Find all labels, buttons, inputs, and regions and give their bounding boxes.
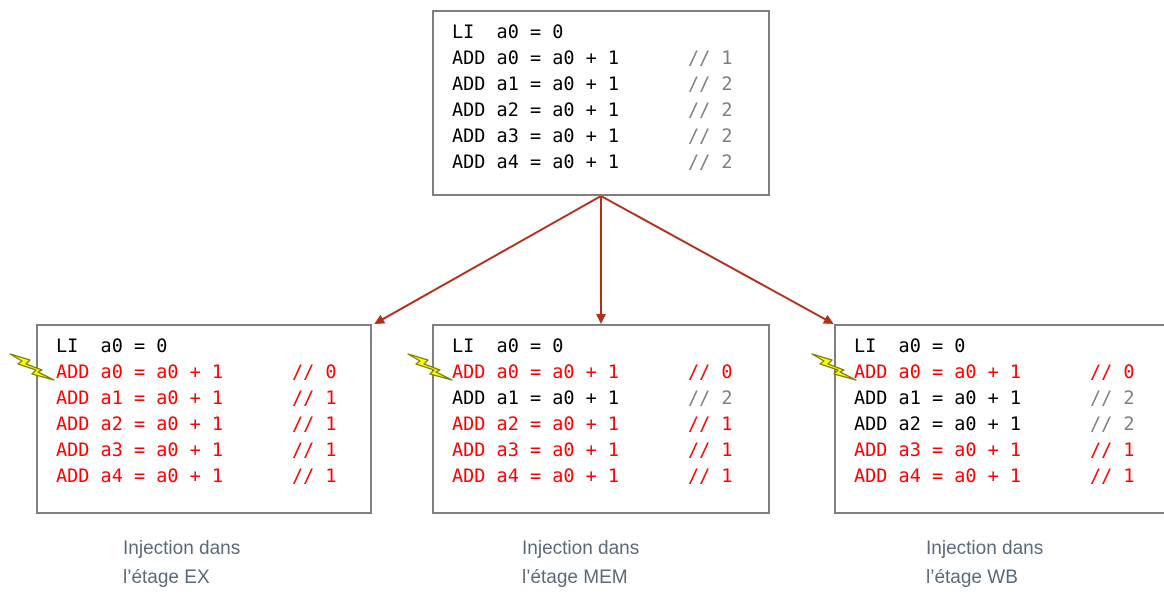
instruction-text: ADD a3 = a0 + 1	[452, 126, 620, 147]
instruction-text: ADD a4 = a0 + 1	[452, 152, 620, 173]
value-comment: // 2	[688, 74, 733, 95]
code-line: ADD a1 = a0 + 1 // 2	[452, 386, 768, 412]
instruction-text: ADD a1 = a0 + 1	[452, 388, 620, 409]
instruction-text: ADD a0 = a0 + 1	[452, 48, 620, 69]
value-comment: // 1	[688, 414, 733, 435]
value-comment: // 0	[292, 362, 337, 383]
value-comment: // 2	[688, 388, 733, 409]
code-line: ADD a2 = a0 + 1 // 2	[452, 98, 768, 124]
code-line: ADD a4 = a0 + 1 // 1	[56, 464, 370, 490]
code-line: ADD a0 = a0 + 1 // 1	[452, 46, 768, 72]
instruction-text: LI a0 = 0	[452, 336, 564, 357]
instruction-text: ADD a4 = a0 + 1	[452, 466, 620, 487]
instruction-text: ADD a2 = a0 + 1	[854, 414, 1022, 435]
code-line: ADD a3 = a0 + 1 // 2	[452, 124, 768, 150]
value-comment: // 1	[292, 414, 337, 435]
code-line: LI a0 = 0	[854, 334, 1164, 360]
value-comment: // 1	[688, 440, 733, 461]
code-line: ADD a2 = a0 + 1 // 1	[452, 412, 768, 438]
instruction-text: ADD a3 = a0 + 1	[854, 440, 1022, 461]
code-line: ADD a1 = a0 + 1 // 1	[56, 386, 370, 412]
wb-stage-caption: Injection dans l’étage WB	[926, 534, 1043, 592]
instruction-text: ADD a1 = a0 + 1	[56, 388, 224, 409]
instruction-text: ADD a4 = a0 + 1	[854, 466, 1022, 487]
caption-line: Injection dans	[926, 538, 1044, 559]
code-line: ADD a0 = a0 + 1 // 0	[854, 360, 1164, 386]
instruction-text: ADD a2 = a0 + 1	[56, 414, 224, 435]
code-line: ADD a1 = a0 + 1 // 2	[452, 72, 768, 98]
instruction-text: ADD a1 = a0 + 1	[452, 74, 620, 95]
code-line: ADD a4 = a0 + 1 // 1	[452, 464, 768, 490]
lightning-bolt-icon	[9, 353, 55, 381]
code-line: LI a0 = 0	[452, 20, 768, 46]
wb-stage-code-box: LI a0 = 0 ADD a0 = a0 + 1 // 0 ADD a1 = a0 …	[834, 324, 1164, 514]
value-comment: // 1	[1090, 466, 1135, 487]
value-comment: // 2	[688, 126, 733, 147]
code-line: ADD a1 = a0 + 1 // 2	[854, 386, 1164, 412]
value-comment: // 1	[688, 466, 733, 487]
value-comment: // 1	[292, 466, 337, 487]
mem-stage-caption: Injection dans l’étage MEM	[522, 534, 639, 592]
instruction-text: ADD a3 = a0 + 1	[56, 440, 224, 461]
code-line: LI a0 = 0	[452, 334, 768, 360]
caption-line: Injection dans	[123, 538, 241, 559]
arrow-to-ex	[374, 195, 602, 324]
code-line: ADD a2 = a0 + 1 // 2	[854, 412, 1164, 438]
value-comment: // 1	[292, 440, 337, 461]
caption-line: l’étage EX	[123, 567, 210, 588]
instruction-text: ADD a0 = a0 + 1	[452, 362, 620, 383]
code-line: LI a0 = 0	[56, 334, 370, 360]
lightning-bolt-icon	[407, 353, 453, 381]
instruction-text: ADD a0 = a0 + 1	[854, 362, 1022, 383]
code-line: ADD a4 = a0 + 1 // 1	[854, 464, 1164, 490]
instruction-text: ADD a4 = a0 + 1	[56, 466, 224, 487]
caption-line: l’étage MEM	[522, 567, 628, 588]
code-line: ADD a3 = a0 + 1 // 1	[452, 438, 768, 464]
code-line: ADD a0 = a0 + 1 // 0	[56, 360, 370, 386]
code-line: ADD a2 = a0 + 1 // 1	[56, 412, 370, 438]
instruction-text: ADD a3 = a0 + 1	[452, 440, 620, 461]
lightning-bolt-icon	[811, 353, 857, 381]
value-comment: // 0	[688, 362, 733, 383]
original-code-box: LI a0 = 0 ADD a0 = a0 + 1 // 1 ADD a1 = a0 …	[432, 10, 770, 196]
code-line: ADD a0 = a0 + 1 // 0	[452, 360, 768, 386]
arrow-to-wb	[600, 195, 834, 324]
value-comment: // 2	[1090, 388, 1135, 409]
code-line: ADD a3 = a0 + 1 // 1	[56, 438, 370, 464]
value-comment: // 0	[1090, 362, 1135, 383]
instruction-text: LI a0 = 0	[854, 336, 966, 357]
instruction-text: ADD a2 = a0 + 1	[452, 414, 620, 435]
instruction-text: LI a0 = 0	[56, 336, 168, 357]
value-comment: // 2	[688, 100, 733, 121]
code-line: ADD a4 = a0 + 1 // 2	[452, 150, 768, 176]
instruction-text: LI a0 = 0	[452, 22, 564, 43]
instruction-text: ADD a0 = a0 + 1	[56, 362, 224, 383]
caption-line: l’étage WB	[926, 567, 1018, 588]
caption-line: Injection dans	[522, 538, 640, 559]
ex-stage-caption: Injection dans l’étage EX	[123, 534, 240, 592]
value-comment: // 1	[1090, 440, 1135, 461]
value-comment: // 2	[1090, 414, 1135, 435]
value-comment: // 1	[688, 48, 733, 69]
instruction-text: ADD a2 = a0 + 1	[452, 100, 620, 121]
value-comment: // 2	[688, 152, 733, 173]
code-line: ADD a3 = a0 + 1 // 1	[854, 438, 1164, 464]
mem-stage-code-box: LI a0 = 0 ADD a0 = a0 + 1 // 0 ADD a1 = a0 …	[432, 324, 770, 514]
instruction-text: ADD a1 = a0 + 1	[854, 388, 1022, 409]
ex-stage-code-box: LI a0 = 0 ADD a0 = a0 + 1 // 0 ADD a1 = a0 …	[36, 324, 372, 514]
value-comment: // 1	[292, 388, 337, 409]
